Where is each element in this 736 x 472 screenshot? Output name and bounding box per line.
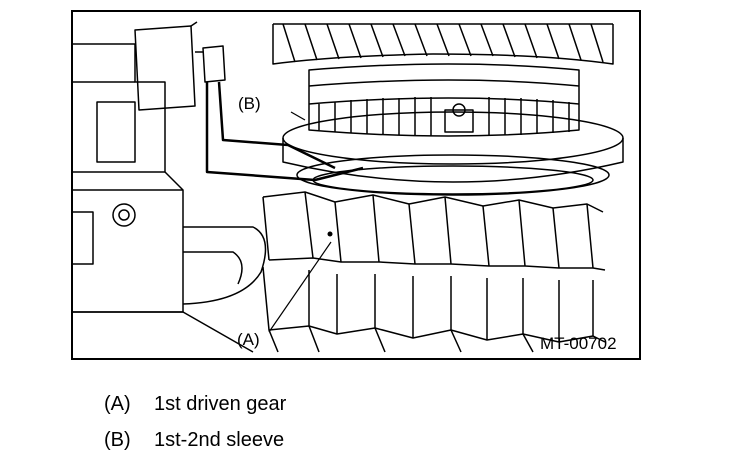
gear-dot-marker [327,231,333,237]
legend-item-b: (B) 1st-2nd sleeve [104,428,284,452]
legend-text: 1st-2nd sleeve [154,429,285,451]
legend-text: 1st driven gear [154,393,287,415]
synchronizer-hub [308,63,580,137]
transmission-case [73,43,267,353]
sleeve-ring [282,111,624,196]
illustration-frame: (B) (A) MT-00702 [71,10,641,360]
legend-code: (B) [104,429,131,451]
gauge-arm [205,81,364,182]
figure-code: MT-00702 [540,334,617,353]
callout-b-label: (B) [238,94,261,113]
transmission-illustration: (B) (A) MT-00702 [73,21,624,353]
gauge-bracket [134,21,226,111]
callout-a-label: (A) [237,330,260,349]
callout-leaders [268,111,332,333]
legend-item-a: (A) 1st driven gear [104,392,286,416]
upper-gear [272,23,614,65]
legend-code: (A) [104,393,131,415]
first-driven-gear [262,191,606,353]
case-bolt [112,203,136,227]
